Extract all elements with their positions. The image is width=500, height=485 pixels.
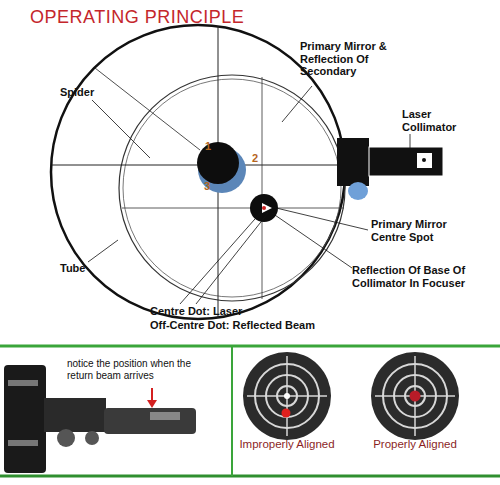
spider-reflection: [122, 208, 344, 209]
separator-line: [0, 475, 500, 478]
target-panel: Properly Aligned: [365, 350, 465, 458]
collimator-knob: [348, 182, 368, 200]
collimator-window: [417, 153, 432, 168]
note-label: Off-Centre Dot: Reflected Beam: [150, 319, 370, 332]
part-label: Tube: [60, 262, 100, 275]
laser-dot: [262, 206, 266, 210]
diagram-title: OPERATING PRINCIPLE: [30, 7, 244, 28]
spider-vane: [95, 68, 200, 150]
leader-line: [196, 213, 268, 304]
secondary-mirror: [197, 142, 239, 184]
tube-ring: [8, 440, 38, 446]
pointer-arrow-head: [147, 400, 157, 408]
collimator-photo: [104, 408, 196, 434]
collimator-dot: [422, 158, 426, 162]
pointer-arrow: [151, 388, 153, 402]
spider-reflection: [262, 77, 263, 299]
leader-line: [282, 86, 312, 122]
part-label: Primary Mirror Centre Spot: [371, 218, 471, 243]
focuser-knob: [57, 429, 75, 447]
focuser: [44, 398, 106, 432]
primary-mirror-circle: [119, 75, 345, 301]
photo-panel: notice the position when the return beam…: [5, 350, 230, 474]
return-beam-dot: [282, 409, 291, 418]
node-text: Improperly Aligned: [237, 438, 337, 452]
collimator-barrel: [369, 147, 443, 176]
node-text: notice the position when the return beam…: [67, 358, 217, 382]
return-beam-dot: [410, 391, 421, 402]
target-disc: [371, 352, 459, 440]
collimator-base-reflection: [262, 203, 272, 213]
leader-line: [180, 211, 262, 304]
node-text: Properly Aligned: [365, 438, 465, 452]
focuser-knob: [85, 431, 99, 445]
callout-number: 1: [205, 140, 217, 153]
separator-line: [0, 345, 500, 348]
part-label: Laser Collimator: [402, 108, 482, 133]
part-label: Spider: [60, 86, 120, 99]
leader-line: [92, 100, 150, 158]
callout-number: 3: [204, 180, 216, 193]
note-label: Centre Dot: Laser: [150, 305, 350, 318]
tube-ring: [8, 380, 38, 386]
telescope-tube: [4, 365, 46, 473]
target-disc: [243, 352, 331, 440]
target-panel: Improperly Aligned: [237, 350, 337, 458]
part-label: Reflection Of Base Of Collimator In Focu…: [352, 264, 492, 289]
collimator-body: [337, 138, 369, 186]
separator-line: [231, 347, 233, 476]
collimator-photo-label: [150, 412, 180, 420]
leader-line: [272, 207, 368, 230]
target-centre: [284, 393, 290, 399]
leader-line: [272, 213, 352, 268]
callout-number: 2: [252, 152, 264, 165]
primary-mirror-inner: [123, 79, 341, 297]
leader-line: [88, 240, 118, 262]
part-label: Primary Mirror & Reflection Of Secondary: [300, 40, 400, 78]
leader-line: [410, 134, 411, 148]
